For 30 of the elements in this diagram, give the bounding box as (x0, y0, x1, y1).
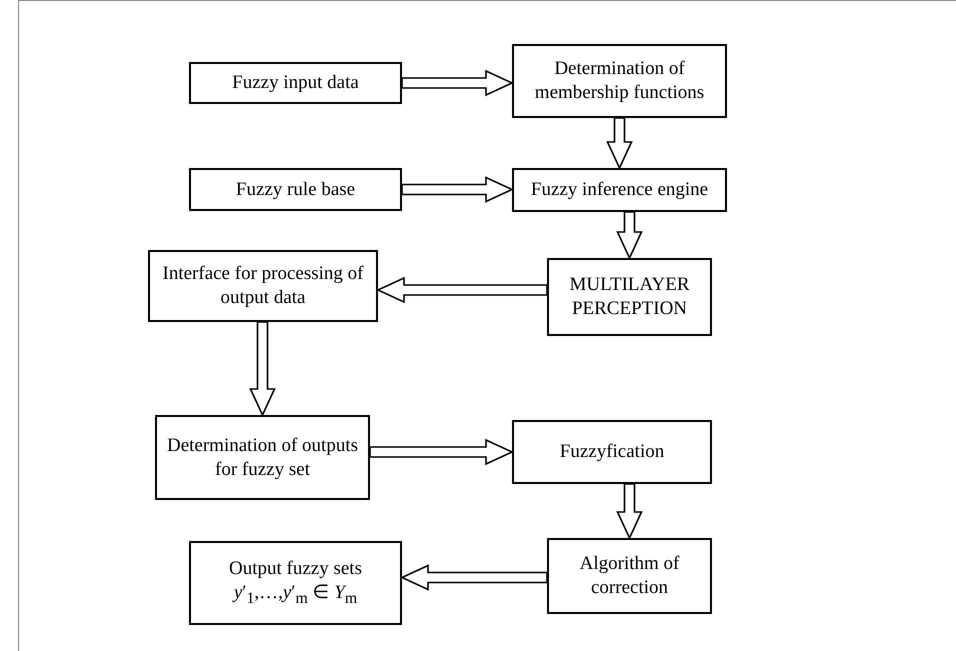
process-box (512, 44, 727, 118)
process-box (547, 258, 712, 336)
hollow-arrow (376, 276, 548, 304)
box-label: Interface for processing of output data (162, 262, 364, 310)
box-label: Fuzzy inference engine (530, 178, 708, 202)
box-label: Fuzzyfication (560, 440, 664, 464)
hollow-arrow (401, 70, 514, 96)
process-box (547, 538, 712, 614)
hollow-arrow (616, 211, 643, 260)
box-formula: y′$_{1}$,…,y′$_{m}$ ∈ Y$_{m}$ (234, 581, 358, 609)
hollow-arrow (369, 438, 514, 466)
hollow-arrow (401, 176, 514, 203)
box-label: Fuzzy rule base (236, 178, 356, 202)
hollow-arrow (400, 564, 548, 591)
process-box (512, 168, 727, 212)
process-box (189, 541, 402, 625)
box-label: Determination of membership functions (534, 57, 706, 105)
process-box (155, 415, 370, 500)
box-label: Fuzzy input data (232, 71, 359, 95)
hollow-arrow (616, 483, 643, 540)
process-box (512, 420, 712, 484)
process-box (189, 168, 402, 211)
process-box (189, 62, 402, 104)
hollow-arrow (249, 321, 276, 417)
box-label: MULTILAYER PERCEPTION (568, 273, 690, 321)
box-label: Output fuzzy sets (229, 557, 362, 582)
process-box (148, 250, 378, 322)
box-label: Algorithm of correction (578, 552, 680, 600)
hollow-arrow (606, 117, 633, 170)
box-label: Determination of outputs for fuzzy set (166, 434, 360, 482)
